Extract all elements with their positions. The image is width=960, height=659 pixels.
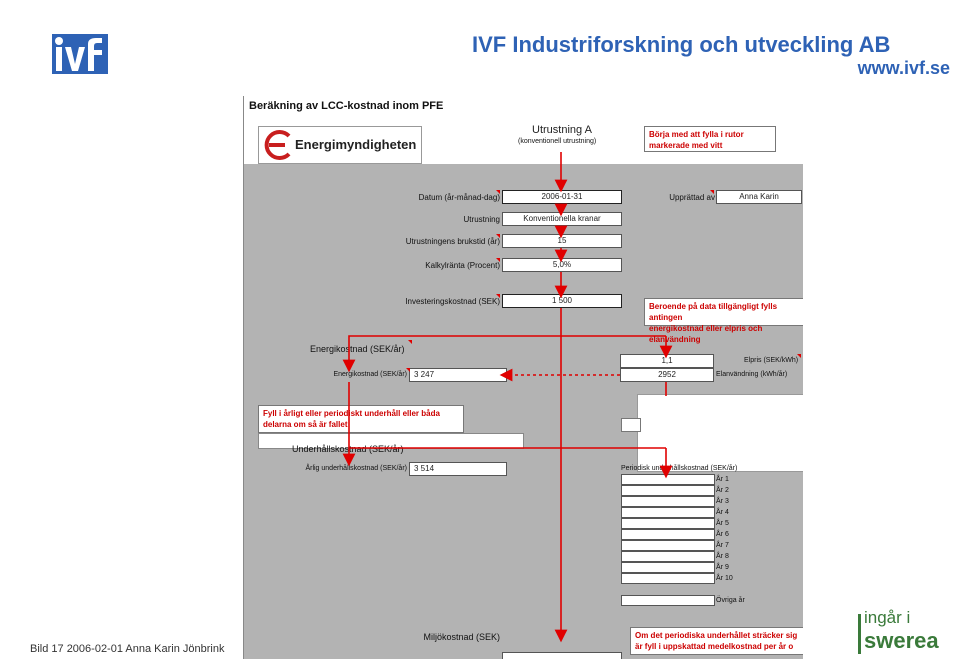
electricity-usage-label: Elanvändning (kWh/år) — [716, 371, 788, 378]
year-7-input[interactable] — [621, 540, 715, 551]
equipment-title: Utrustning A — [532, 124, 592, 136]
energimyndigheten-logo: Energimyndigheten — [258, 126, 422, 164]
other-years-input[interactable] — [621, 595, 715, 606]
comment-flag-energy-cost[interactable] — [406, 368, 410, 372]
year-3-input[interactable] — [621, 496, 715, 507]
note-start: Börja med att fylla i rutor markerade me… — [644, 126, 776, 152]
note-maintenance-line1: Fyll i årligt eller periodiskt underhåll… — [263, 409, 440, 418]
comment-flag-lifetime[interactable] — [496, 234, 500, 238]
maintenance-section-title: Underhållskostnad (SEK/år) — [292, 444, 404, 454]
swerea-logo-line1: ingår i — [864, 608, 911, 627]
note-energy-line1: Beroende på data tillgängligt fylls anti… — [649, 302, 778, 322]
equipment-label: Utrustning — [463, 215, 500, 224]
comment-flag-price[interactable] — [797, 354, 801, 358]
rate-label: Kalkylränta (Procent) — [425, 261, 500, 270]
year-8-input[interactable] — [621, 551, 715, 562]
note-periodic-line2: är fyll i uppskattad medelkostnad per år… — [635, 642, 794, 651]
periodic-callout-stub — [621, 418, 641, 432]
date-label: Datum (år-månad-dag) — [418, 193, 500, 202]
flow-arrows — [342, 152, 673, 643]
environment-label: Miljökostnad (SEK) — [423, 632, 500, 642]
swerea-logo: ingår i swerea — [858, 608, 950, 656]
year-3-label: År 3 — [716, 498, 729, 505]
year-6-input[interactable] — [621, 529, 715, 540]
annual-maintenance-label: Årlig underhållskostnad (SEK/år) — [305, 465, 407, 472]
swerea-logo-bracket — [858, 614, 861, 654]
energy-section-title: Energikostnad (SEK/år) — [310, 344, 405, 354]
note-periodic-line1: Om det periodiska underhållet sträcker s… — [635, 631, 798, 640]
note-start-line2: markerade med vitt — [649, 141, 723, 150]
prepared-by-input[interactable]: Anna Karin — [716, 190, 802, 204]
year-10-label: År 10 — [716, 575, 733, 582]
website-url[interactable]: www.ivf.se — [857, 58, 950, 78]
note-start-line1: Börja med att fylla i rutor — [649, 130, 744, 139]
electricity-usage-input[interactable]: 2952 — [620, 368, 714, 382]
periodic-maintenance-label: Periodisk underhållskostnad (SEK/år) — [621, 465, 738, 472]
year-5-input[interactable] — [621, 518, 715, 529]
ivf-logo — [52, 32, 108, 76]
year-10-input[interactable] — [621, 573, 715, 584]
year-4-label: År 4 — [716, 509, 729, 516]
investment-label: Investeringskostnad (SEK) — [405, 297, 500, 306]
year-7-label: År 7 — [716, 542, 729, 549]
year-4-input[interactable] — [621, 507, 715, 518]
note-maintenance: Fyll i årligt eller periodiskt underhåll… — [258, 405, 464, 433]
year-5-label: År 5 — [716, 520, 729, 527]
note-energy: Beroende på data tillgängligt fylls anti… — [644, 298, 803, 344]
comment-flag-prepared[interactable] — [710, 190, 714, 194]
prepared-by-label: Upprättad av — [669, 193, 715, 202]
comment-flag-rate[interactable] — [496, 258, 500, 262]
energimyndigheten-logo-text: Energimyndigheten — [295, 137, 417, 152]
year-2-label: År 2 — [716, 487, 729, 494]
note-maintenance-line2: delarna om så är fallet — [263, 420, 348, 429]
year-8-label: År 8 — [716, 553, 729, 560]
energy-cost-label: Energikostnad (SEK/år) — [333, 371, 407, 378]
comment-flag-energy[interactable] — [408, 340, 412, 344]
year-2-input[interactable] — [621, 485, 715, 496]
annual-maintenance-input[interactable]: 3 514 — [409, 462, 507, 476]
periodic-info-panel — [637, 394, 803, 472]
year-9-label: År 9 — [716, 564, 729, 571]
energy-cost-input[interactable]: 3 247 — [409, 368, 507, 382]
year-1-label: År 1 — [716, 476, 729, 483]
swerea-logo-line2: swerea — [864, 628, 939, 653]
year-9-input[interactable] — [621, 562, 715, 573]
electricity-price-label: Elpris (SEK/kWh) — [744, 357, 799, 364]
lifetime-label: Utrustningens brukstid (år) — [405, 237, 500, 246]
note-energy-line2: energikostnad eller elpris och elanvändn… — [649, 324, 763, 344]
other-years-label: Övriga år — [716, 597, 745, 604]
lcc-sheet: Beräkning av LCC-kostnad inom PFE Energi… — [243, 96, 803, 659]
year-6-label: År 6 — [716, 531, 729, 538]
comment-flag-investment[interactable] — [496, 294, 500, 298]
note-periodic: Om det periodiska underhållet sträcker s… — [630, 627, 803, 655]
page-title: IVF Industriforskning och utveckling AB — [472, 32, 891, 57]
slide-footer: Bild 17 2006-02-01 Anna Karin Jönbrink — [30, 643, 225, 655]
environment-input[interactable] — [502, 652, 622, 659]
comment-flag-date[interactable] — [496, 190, 500, 194]
arrow-investment-to-energy — [342, 308, 562, 373]
sheet-heading: Beräkning av LCC-kostnad inom PFE — [249, 100, 444, 112]
equipment-subtitle: (konventionell utrustning) — [518, 138, 597, 145]
